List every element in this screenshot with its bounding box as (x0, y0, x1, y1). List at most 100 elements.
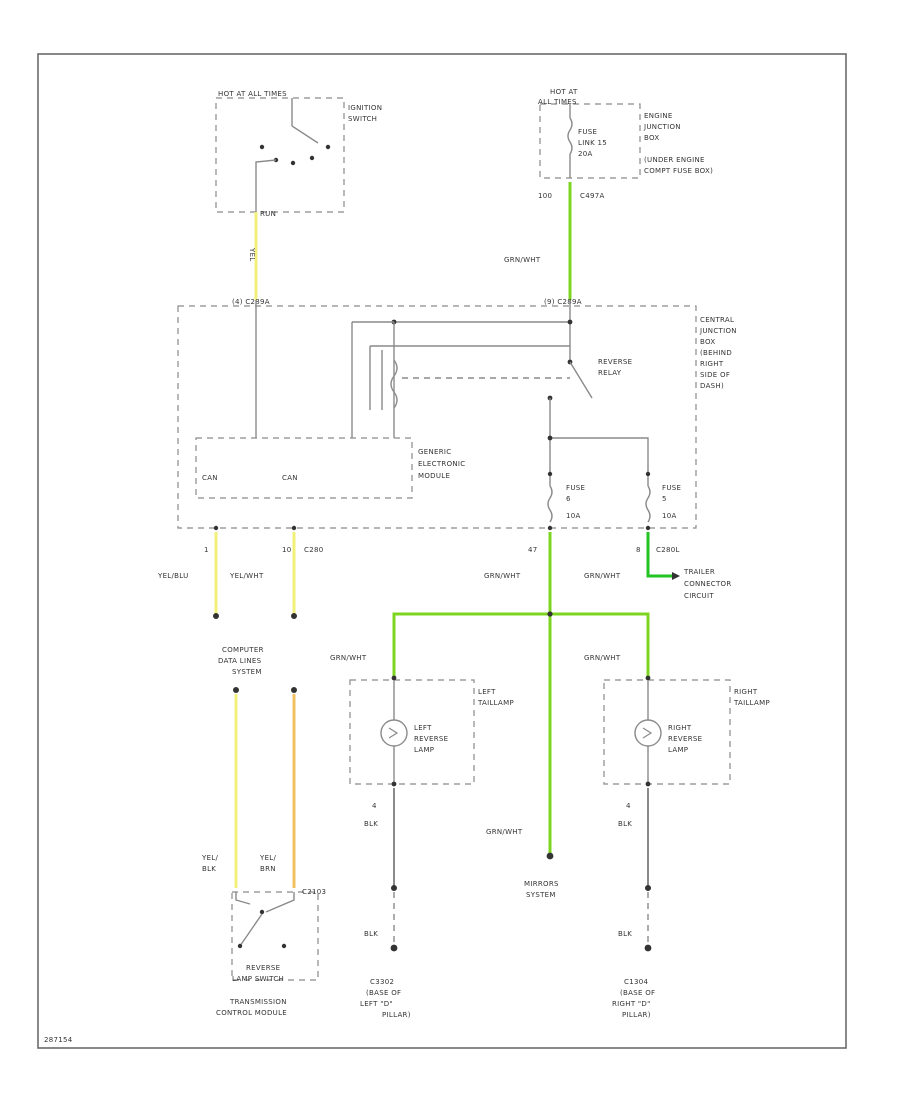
engine-label-2: JUNCTION (643, 123, 681, 131)
connector-pin (645, 525, 651, 531)
pin-4b: 4 (626, 802, 631, 810)
switch-contact (259, 909, 265, 915)
ground-left-3: LEFT "D" (360, 1000, 393, 1008)
switch-contact (290, 160, 296, 166)
wire-label-yel-blk-1: YEL/ (201, 854, 218, 862)
fuse-terminal (547, 471, 553, 477)
engine-label-3: BOX (644, 134, 659, 142)
footer-code: 287154 (44, 1036, 73, 1044)
wire-label-yel: YEL (248, 247, 256, 262)
cjb-label-1: CENTRAL (700, 316, 734, 324)
engine-pin: 100 (538, 192, 552, 200)
trailer-line-2: CONNECTOR (684, 580, 732, 588)
mirrors-line-2: SYSTEM (526, 891, 556, 899)
lamp-terminal (645, 675, 651, 681)
connector-end (546, 852, 554, 860)
switch-contact (309, 155, 315, 161)
engine-hot-1: HOT AT (550, 88, 578, 96)
wire-label-yel-brn-2: BRN (260, 865, 276, 873)
ground-right-2: (BASE OF (620, 989, 655, 997)
ground-left-2: (BASE OF (366, 989, 401, 997)
ground-right-4: PILLAR) (622, 1011, 651, 1019)
junction-dot (567, 319, 573, 325)
junction-dot (547, 435, 553, 441)
relay-label-1: REVERSE (598, 358, 632, 366)
right-lamp-3: LAMP (668, 746, 688, 754)
pin-4a: 4 (372, 802, 377, 810)
cjb-label-6: SIDE OF (700, 371, 730, 379)
cjb-conn-right: (9) C289A (544, 298, 582, 306)
engine-fuse-1: FUSE (578, 128, 597, 136)
ground-right-1: C1304 (624, 978, 648, 986)
wire-label-grn-wht-1: GRN/WHT (504, 256, 541, 264)
fuse-b-3: 10A (662, 512, 677, 520)
cjb-label-3: BOX (700, 338, 715, 346)
splice-dot (645, 885, 651, 891)
wire-label-blk-3: BLK (364, 930, 378, 938)
fuse-a-2: 6 (566, 495, 571, 503)
diagram-frame (37, 53, 847, 1049)
wire-label-grn-wht-3: GRN/WHT (584, 572, 621, 580)
pin-c280l: C280L (656, 546, 680, 554)
tcm-conn: C2103 (302, 888, 326, 896)
ignition-header: HOT AT ALL TIMES (218, 90, 287, 98)
engine-fuse-2: LINK 15 (578, 139, 607, 147)
cjb-conn-left: (4) C289A (232, 298, 270, 306)
ground-right-3: RIGHT "D" (612, 1000, 651, 1008)
left-taillamp: LEFT TAILLAMP LEFT REVERSE LAMP (349, 675, 514, 787)
central-junction-box: (4) C289A (9) C289A CENTRAL JUNCTION BOX… (177, 298, 737, 529)
connector-end (291, 613, 297, 619)
wire-grn-wht-bus (392, 612, 650, 676)
wire-label-grn-wht-5: GRN/WHT (584, 654, 621, 662)
gem-label-1: GENERIC (418, 448, 451, 456)
wire-label-grn-wht-4: GRN/WHT (330, 654, 367, 662)
connector-end (291, 687, 297, 693)
right-lamp-1: RIGHT (668, 724, 692, 732)
ignition-label-1: IGNITION (348, 104, 382, 112)
wire-label-blk-4: BLK (618, 930, 632, 938)
wire-label-yel-brn-1: YEL/ (259, 854, 276, 862)
tcm-module-1: TRANSMISSION (229, 998, 287, 1006)
left-lamp-3: LAMP (414, 746, 434, 754)
mirrors-line-1: MIRRORS (524, 880, 559, 888)
wire-grn-wht-trailer (646, 532, 672, 578)
right-box-2: TAILLAMP (733, 699, 770, 707)
left-lamp-2: REVERSE (414, 735, 448, 743)
tcm-switch-1: REVERSE (246, 964, 280, 972)
right-lamp-2: REVERSE (668, 735, 702, 743)
cdl-line-3: SYSTEM (232, 668, 262, 676)
cjb-label-7: DASH) (700, 382, 724, 390)
switch-contact (281, 943, 287, 949)
ground-point (644, 944, 652, 952)
switch-contact (325, 144, 331, 150)
connector-pin (291, 525, 297, 531)
connector-pin (547, 525, 553, 531)
cdl-line-2: DATA LINES (218, 657, 262, 665)
engine-label-4: (UNDER ENGINE (644, 156, 705, 164)
lamp-terminal (391, 675, 397, 681)
right-taillamp: RIGHT TAILLAMP RIGHT REVERSE LAMP (603, 675, 770, 787)
ground-left-4: PILLAR) (382, 1011, 411, 1019)
connector-end (213, 613, 219, 619)
left-box-2: TAILLAMP (477, 699, 514, 707)
lamp-bulb (380, 719, 408, 747)
transmission-control-module: C2103 REVERSE LAMP SWITCH (231, 888, 326, 983)
engine-junction-box: HOT AT ALL TIMES FUSE LINK 15 20A ENGINE… (538, 88, 713, 200)
pin-8: 8 (636, 546, 641, 554)
wire-label-blk-2: BLK (618, 820, 632, 828)
trailer-line-1: TRAILER (683, 568, 715, 576)
wire-label-yel-wht: YEL/WHT (229, 572, 264, 580)
ignition-switch: HOT AT ALL TIMES IGNITION SWITCH RUN (215, 90, 382, 218)
wire-label-blk-1: BLK (364, 820, 378, 828)
gem-label-3: MODULE (418, 472, 450, 480)
cdl-line-1: COMPUTER (222, 646, 264, 654)
pin-1: 1 (204, 546, 209, 554)
trailer-arrow (672, 572, 680, 580)
switch-contact (237, 943, 243, 949)
splice-dot (391, 885, 397, 891)
wire-label-yel-blu: YEL/BLU (157, 572, 189, 580)
gem-label-2: ELECTRONIC (418, 460, 465, 468)
fuse-a-3: 10A (566, 512, 581, 520)
fuse-b-1: FUSE (662, 484, 681, 492)
